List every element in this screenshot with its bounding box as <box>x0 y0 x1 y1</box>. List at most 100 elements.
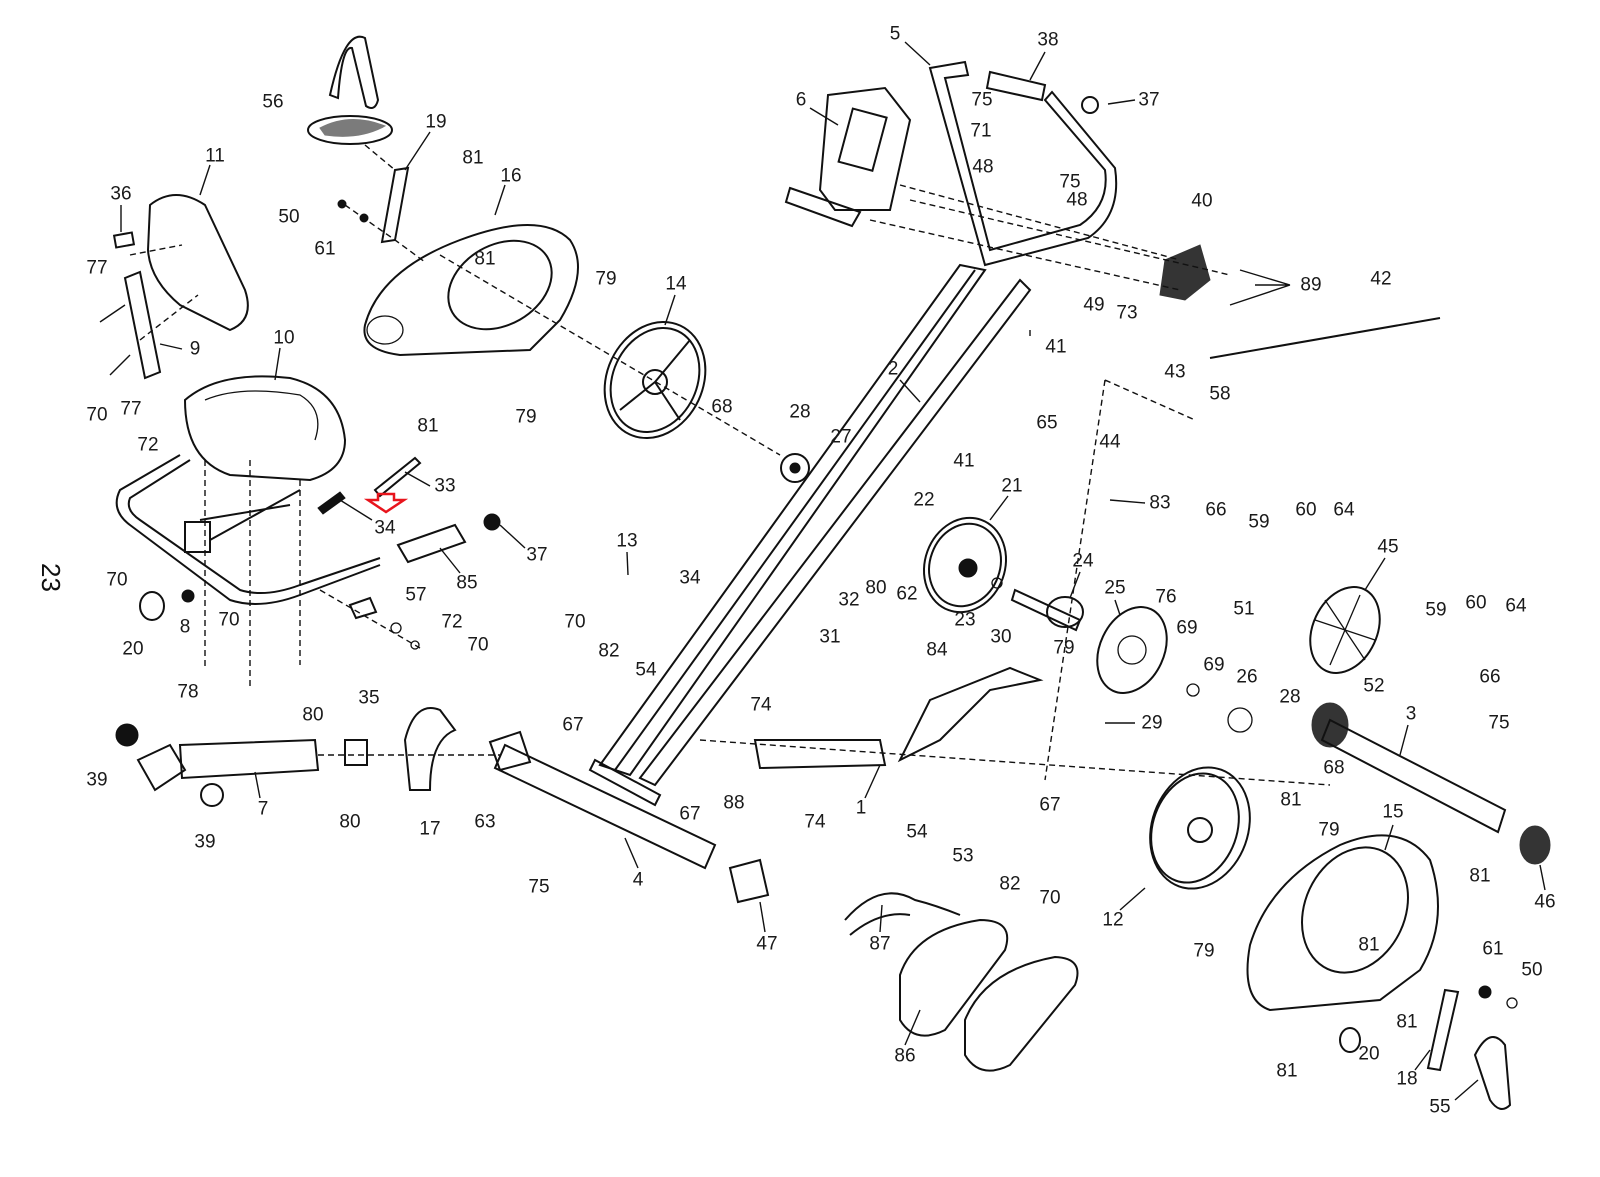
part-17-cover <box>403 707 457 791</box>
leader-line-3 <box>1399 724 1409 756</box>
part-label-6: 6 <box>795 89 807 111</box>
part-label-55: 55 <box>1429 1096 1451 1118</box>
part-label-48a: 48 <box>972 156 994 178</box>
seat-frame <box>115 454 381 605</box>
part-label-4: 4 <box>632 869 644 891</box>
part-label-70a: 70 <box>86 404 108 426</box>
leader-line-85 <box>439 547 461 574</box>
rear-stabilizer-3 <box>1320 718 1507 834</box>
wire-harness <box>844 892 961 936</box>
part-label-64b: 64 <box>1505 595 1527 617</box>
part-label-30: 30 <box>990 626 1012 648</box>
part-label-50a: 50 <box>278 206 300 228</box>
part-label-10: 10 <box>273 327 295 349</box>
part-40-bracket <box>1159 244 1211 301</box>
part-label-88: 88 <box>723 792 745 814</box>
rear-stabilizer <box>115 723 320 807</box>
part-label-26: 26 <box>1236 666 1258 688</box>
seat <box>183 375 347 482</box>
part-label-70f: 70 <box>1039 887 1061 909</box>
part-label-39a: 39 <box>86 769 108 791</box>
part-label-33: 33 <box>434 475 456 497</box>
leader-line-25 <box>1114 599 1121 616</box>
part-label-77b: 77 <box>120 398 142 420</box>
part-label-23: 23 <box>954 609 976 631</box>
leader-line-4 <box>624 837 639 869</box>
part-label-65: 65 <box>1036 412 1058 434</box>
part-label-18: 18 <box>1396 1068 1418 1090</box>
part-label-79d: 79 <box>1318 819 1340 841</box>
leader-line-21 <box>989 495 1009 521</box>
part-label-59a: 59 <box>1248 511 1270 533</box>
part-label-19: 19 <box>425 111 447 133</box>
leader-line-87 <box>879 904 883 933</box>
leader-line-46 <box>1539 864 1546 891</box>
part-label-79c: 79 <box>1053 637 1075 659</box>
part-label-12: 12 <box>1102 909 1124 931</box>
cable-42 <box>1209 317 1441 359</box>
part-label-63: 63 <box>474 811 496 833</box>
part-label-82b: 82 <box>999 873 1021 895</box>
part-label-83: 83 <box>1149 492 1171 514</box>
part-label-86: 86 <box>894 1045 916 1067</box>
part-label-81c: 81 <box>417 415 439 437</box>
part-label-17: 17 <box>419 818 441 840</box>
part-label-20b: 20 <box>1358 1043 1380 1065</box>
part-label-45: 45 <box>1377 536 1399 558</box>
part-label-46: 46 <box>1534 891 1556 913</box>
part-label-14: 14 <box>665 273 687 295</box>
part-label-7: 7 <box>257 798 269 820</box>
part-label-52: 52 <box>1363 675 1385 697</box>
part-label-60a: 60 <box>1295 499 1317 521</box>
part-label-5: 5 <box>889 23 901 45</box>
part-label-66b: 66 <box>1479 666 1501 688</box>
leader-line-14 <box>664 294 676 326</box>
part-label-50b: 50 <box>1521 959 1543 981</box>
part-label-38: 38 <box>1037 29 1059 51</box>
part-label-78: 78 <box>177 681 199 703</box>
part-label-77a: 77 <box>86 257 108 279</box>
backrest-post <box>123 270 162 380</box>
part-label-31: 31 <box>819 626 841 648</box>
disc-12 <box>1149 766 1251 890</box>
part-label-81h: 81 <box>1276 1060 1298 1082</box>
part-label-53: 53 <box>952 845 974 867</box>
part-label-49: 49 <box>1083 294 1105 316</box>
leader-line-15 <box>1384 824 1394 851</box>
belt-86-b <box>964 955 1079 1072</box>
part-label-67c: 67 <box>1039 794 1061 816</box>
part-label-84: 84 <box>926 639 948 661</box>
part-label-72b: 72 <box>441 611 463 633</box>
leader-line-37b <box>499 524 526 549</box>
leader-line-83 <box>1109 499 1146 504</box>
part-label-41a: 41 <box>1045 336 1067 358</box>
handlebar <box>928 60 1118 267</box>
part-label-62: 62 <box>896 583 918 605</box>
crank-arm-right <box>1426 988 1460 1072</box>
part-label-54a: 54 <box>635 659 657 681</box>
part-label-87: 87 <box>869 933 891 955</box>
part-label-32: 32 <box>838 589 860 611</box>
part-label-81e: 81 <box>1469 865 1491 887</box>
grip-38 <box>985 70 1047 102</box>
leader-line-12 <box>1119 887 1146 911</box>
part-label-51: 51 <box>1233 598 1255 620</box>
leader-line-55 <box>1454 1079 1479 1101</box>
leader-line-5 <box>904 41 931 66</box>
part-label-81g: 81 <box>1396 1011 1418 1033</box>
part-label-37a: 37 <box>1138 89 1160 111</box>
axle-24 <box>1010 588 1082 632</box>
leader-line-2 <box>899 379 921 403</box>
part-label-13: 13 <box>616 530 638 552</box>
part-label-58: 58 <box>1209 383 1231 405</box>
pedal-left <box>307 35 393 145</box>
part-label-1: 1 <box>855 797 867 819</box>
part-label-28a: 28 <box>789 401 811 423</box>
part-label-61b: 61 <box>1482 938 1504 960</box>
part-label-67a: 67 <box>562 714 584 736</box>
part-label-79e: 79 <box>1193 940 1215 962</box>
part-label-25: 25 <box>1104 577 1126 599</box>
leader-line-13 <box>626 551 629 576</box>
part-label-81b: 81 <box>474 248 496 270</box>
part-label-11: 11 <box>205 145 225 167</box>
